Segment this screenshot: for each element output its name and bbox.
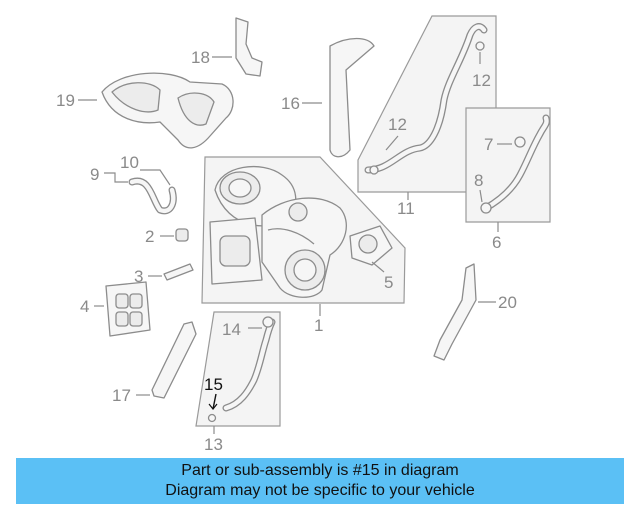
callout-6: 6 xyxy=(492,233,501,252)
oil-line-group-11-box xyxy=(357,15,497,193)
callout-9: 9 xyxy=(90,165,99,184)
callout-5: 5 xyxy=(384,273,393,292)
coolant-line-group-6-box xyxy=(465,107,551,223)
callout-16: 16 xyxy=(281,94,300,113)
bracket-17 xyxy=(136,321,197,399)
callout-14: 14 xyxy=(222,320,241,339)
box-leader-lines xyxy=(213,192,499,434)
callout-3: 3 xyxy=(134,267,143,286)
callout-8: 8 xyxy=(474,171,483,190)
callout-10: 10 xyxy=(120,153,139,172)
callout-1: 1 xyxy=(314,316,323,335)
bracket-20 xyxy=(433,263,496,361)
info-banner: Part or sub-assembly is #15 in diagram D… xyxy=(16,458,624,504)
callout-15-highlighted: 15 xyxy=(204,375,223,394)
callout-19: 19 xyxy=(56,91,75,110)
callout-12-upper: 12 xyxy=(472,71,491,90)
callout-labels: 1 2 3 4 5 6 7 8 9 10 11 12 12 13 14 15 1… xyxy=(56,48,517,454)
callout-12-lower: 12 xyxy=(388,115,407,134)
oil-line-9-10 xyxy=(104,169,177,215)
callout-11: 11 xyxy=(397,199,415,218)
stud-3 xyxy=(148,263,194,281)
callout-20: 20 xyxy=(498,293,517,312)
gasket-16 xyxy=(302,37,375,158)
turbocharger xyxy=(209,165,347,298)
nut-2 xyxy=(160,228,189,242)
heat-shield-18 xyxy=(212,17,263,77)
oil-line-group-13-box xyxy=(195,311,281,427)
callout-2: 2 xyxy=(145,227,154,246)
banner-line-1: Part or sub-assembly is #15 in diagram xyxy=(181,462,459,479)
callout-4: 4 xyxy=(80,297,89,316)
callout-13: 13 xyxy=(204,435,223,454)
callout-7: 7 xyxy=(484,135,493,154)
banner-line-2: Diagram may not be specific to your vehi… xyxy=(165,482,475,499)
callout-17: 17 xyxy=(112,386,131,405)
gasket-4 xyxy=(94,281,151,337)
exhaust-manifold-19 xyxy=(78,72,234,149)
actuator-part-5 xyxy=(349,225,393,273)
callout-18: 18 xyxy=(191,48,210,67)
